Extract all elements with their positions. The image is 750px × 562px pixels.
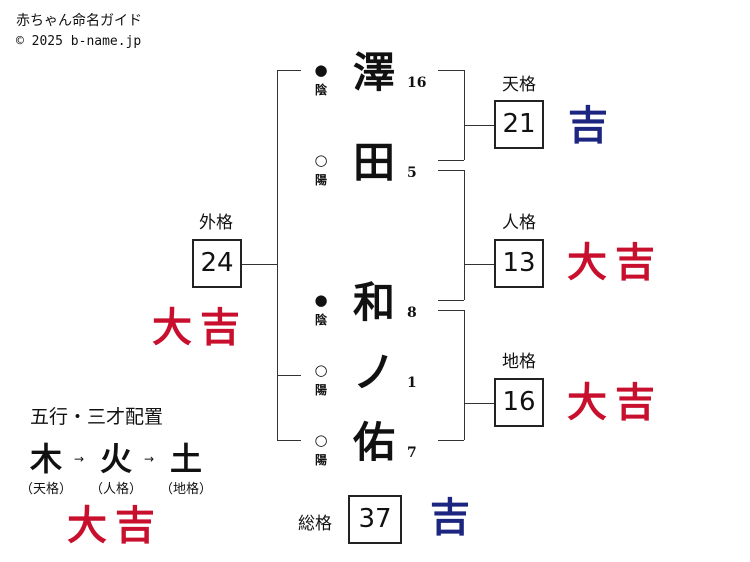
stroke-count: 16 <box>407 75 427 91</box>
name-char: ノ <box>352 348 395 397</box>
name-char: 田 <box>352 138 395 187</box>
bracket-tick <box>438 70 464 71</box>
bracket-connector <box>464 403 494 404</box>
chikaku-bracket <box>464 310 465 440</box>
bracket-tick <box>277 440 301 441</box>
jinkaku-value: 13 <box>494 239 544 288</box>
tenkaku-fortune: 吉 <box>568 102 616 149</box>
sokaku-value: 37 <box>348 495 402 544</box>
element-ten-sub: （天格） <box>19 482 72 497</box>
yinyang-label: 陰 <box>314 313 327 327</box>
gaikaku-value: 24 <box>192 239 242 288</box>
copyright: © 2025 b-name.jp <box>16 34 142 49</box>
bracket-tick <box>438 310 464 311</box>
stroke-count: 8 <box>407 305 417 321</box>
chikaku-label: 地格 <box>502 352 536 372</box>
gogyo-title: 五行・三才配置 <box>30 406 164 428</box>
yang-marker: ○ <box>314 431 328 449</box>
arrow: → <box>144 452 155 466</box>
app-title: 赤ちゃん命名ガイド <box>16 13 142 29</box>
bracket-tick <box>438 160 464 161</box>
arrow: → <box>74 452 85 466</box>
name-char: 佑 <box>352 418 395 467</box>
sokaku-fortune: 吉 <box>430 494 478 541</box>
bracket-connector <box>464 125 494 126</box>
jinkaku-bracket <box>464 170 465 300</box>
element-jin: 火 <box>99 440 132 478</box>
bracket-connector <box>464 264 494 265</box>
gaikaku-label: 外格 <box>199 213 233 233</box>
yinyang-label: 陽 <box>314 383 327 397</box>
yin-marker: ● <box>314 61 328 79</box>
stroke-count: 5 <box>407 165 417 181</box>
stroke-count: 1 <box>407 375 417 391</box>
element-chi: 土 <box>169 440 202 478</box>
yang-marker: ○ <box>314 151 328 169</box>
tenkaku-label: 天格 <box>502 75 536 95</box>
jinkaku-fortune: 大吉 <box>567 239 663 286</box>
yinyang-label: 陽 <box>314 173 327 187</box>
bracket-tick <box>438 300 464 301</box>
bracket-tick <box>438 440 464 441</box>
jinkaku-label: 人格 <box>502 213 536 233</box>
tenkaku-value: 21 <box>494 100 544 149</box>
bracket-connector <box>242 264 277 265</box>
gaikaku-bracket <box>277 70 278 440</box>
name-char: 和 <box>352 278 395 327</box>
bracket-tick <box>277 375 301 376</box>
element-jin-sub: （人格） <box>89 482 142 497</box>
element-chi-sub: （地格） <box>159 482 212 497</box>
bracket-tick <box>277 70 301 71</box>
gogyo-fortune: 大吉 <box>67 502 163 549</box>
tenkaku-bracket <box>464 70 465 160</box>
yang-marker: ○ <box>314 361 328 379</box>
yin-marker: ● <box>314 291 328 309</box>
name-char: 澤 <box>352 48 395 97</box>
element-ten: 木 <box>29 440 62 478</box>
chikaku-fortune: 大吉 <box>567 379 663 426</box>
yinyang-label: 陽 <box>314 453 327 467</box>
yinyang-label: 陰 <box>314 83 327 97</box>
gaikaku-fortune: 大吉 <box>152 304 248 351</box>
sokaku-label: 総格 <box>298 514 332 534</box>
bracket-tick <box>438 170 464 171</box>
chikaku-value: 16 <box>494 378 544 427</box>
stroke-count: 7 <box>407 445 417 461</box>
